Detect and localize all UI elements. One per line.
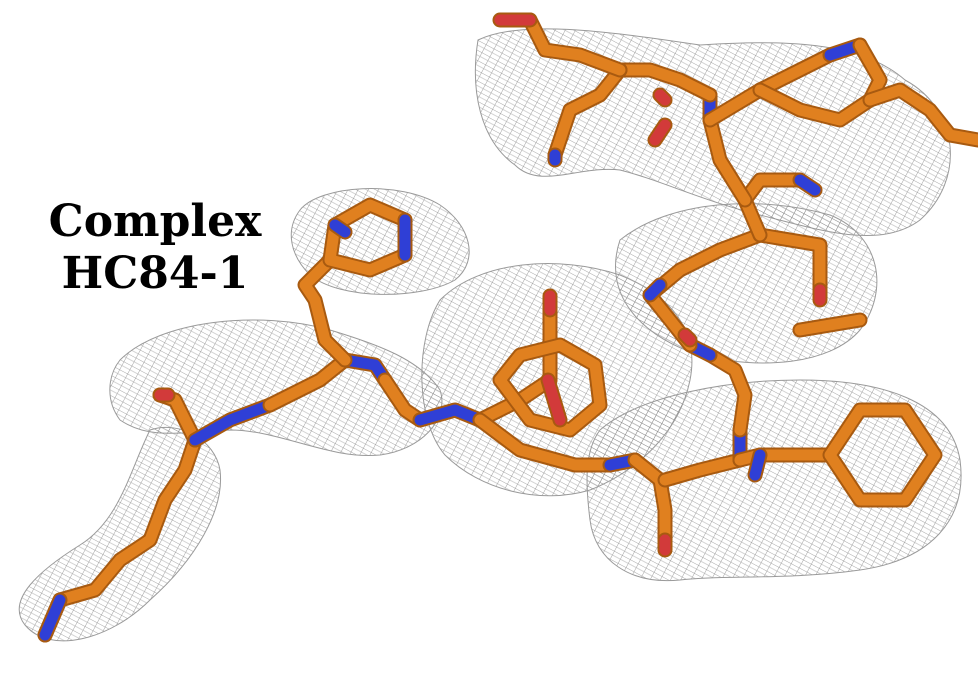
bond-carbon — [494, 339, 606, 436]
bond-oxygen — [654, 89, 671, 106]
bond-carbon — [704, 114, 751, 206]
complex-label-line2: HC84-1 — [61, 248, 249, 299]
bond-carbon — [794, 314, 866, 336]
bond-carbon — [864, 84, 978, 146]
bond-carbon — [524, 14, 626, 76]
bond-oxygen — [649, 119, 671, 146]
bond-carbon — [264, 354, 351, 411]
bond-nitrogen — [644, 279, 666, 301]
stick-bonds — [37, 12, 978, 643]
bond-carbon — [659, 454, 746, 486]
bond-carbon — [474, 414, 616, 471]
bond-oxygen — [679, 329, 696, 346]
bond-nitrogen — [39, 594, 66, 641]
bond-carbon — [704, 349, 751, 436]
bond-carbon — [734, 449, 836, 466]
bond-carbon — [754, 84, 876, 126]
bond-carbon — [754, 229, 826, 296]
bond-nitrogen — [414, 404, 486, 426]
bond-carbon — [739, 174, 806, 241]
bond-nitrogen — [794, 174, 821, 196]
complex-label: Complex HC84-1 — [40, 196, 270, 300]
bond-oxygen — [542, 374, 566, 426]
bond-carbon — [704, 49, 836, 126]
bond-nitrogen — [329, 219, 351, 238]
bond-carbon — [299, 254, 351, 366]
bond-carbon — [549, 64, 626, 161]
complex-label-line1: Complex — [48, 196, 262, 247]
bond-nitrogen — [189, 399, 276, 446]
bond-carbon — [824, 404, 941, 506]
bond-carbon — [629, 454, 671, 546]
bond-carbon — [614, 64, 716, 101]
mesh-blob-right-lower — [586, 379, 962, 582]
bond-nitrogen — [749, 449, 766, 481]
